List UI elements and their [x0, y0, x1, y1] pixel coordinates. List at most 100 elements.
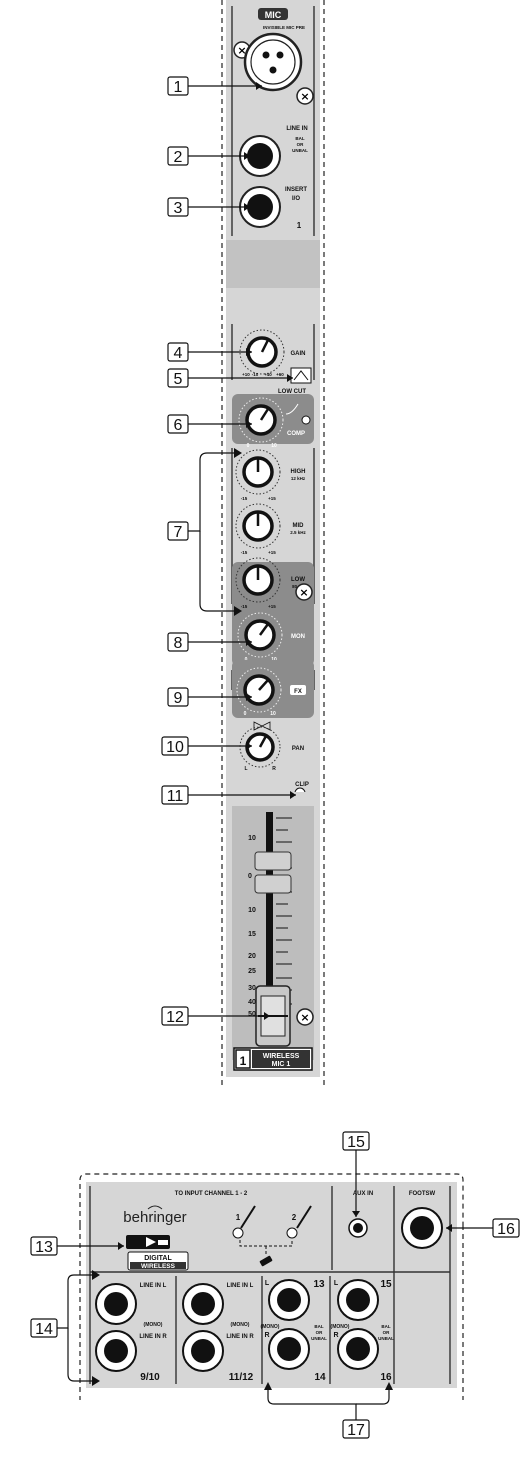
ch-9-10-label: 9/10 — [140, 1372, 160, 1383]
callout-3 — [167, 197, 189, 217]
ch-13-label: 13 — [313, 1279, 325, 1290]
comp-led — [301, 415, 311, 425]
line-in-r-label-1: LINE IN R — [139, 1334, 167, 1340]
to-input-label: TO INPUT CHANNEL 1 - 2 — [175, 1191, 248, 1197]
line-in-l-label-2: LINE IN L — [227, 1283, 254, 1289]
screw-icon-3 — [295, 583, 313, 601]
wireless-label: WIRELESS — [263, 1053, 300, 1060]
bal-label: BAL — [295, 136, 304, 141]
callout-14 — [30, 1318, 58, 1338]
comp-curve-icon — [285, 403, 299, 415]
l-label-15: L — [334, 1280, 339, 1287]
low-cut-label: LOW CUT — [278, 389, 306, 395]
callout-15 — [342, 1131, 370, 1151]
ch-16-label: 16 — [380, 1372, 392, 1383]
usb-dongle-icon — [259, 1255, 273, 1267]
aux-in-label: AUX IN — [353, 1191, 373, 1197]
or-label-13: OR — [316, 1330, 324, 1335]
gain-label: GAIN — [291, 351, 306, 357]
callout-10-text: 10 — [166, 739, 184, 756]
fader-rail — [266, 812, 273, 1032]
callout-4 — [167, 342, 189, 362]
callout-5 — [167, 368, 189, 388]
unbal-label: UNBAL — [292, 148, 308, 153]
ch-15-label: 15 — [380, 1279, 392, 1290]
unbal-label-15: UNBAL — [378, 1336, 394, 1341]
fader-scale-40: 40 — [248, 999, 256, 1006]
callout-8 — [167, 632, 189, 652]
callout-2-text: 2 — [174, 149, 183, 166]
digital-label: DIGITAL — [144, 1255, 172, 1262]
fader-scale-0: 0 — [248, 873, 252, 880]
low-cut-button[interactable] — [290, 367, 312, 384]
mic-header-box — [258, 8, 288, 20]
screw-icon-2 — [296, 87, 314, 105]
mic1-number: 1 — [236, 1213, 241, 1222]
wireless-channel-number: 1 — [240, 1054, 247, 1068]
callout-16-text: 16 — [497, 1221, 515, 1238]
line-in-label: LINE IN — [286, 126, 307, 132]
mono-label-4: (MONO) — [331, 1324, 350, 1330]
fx-scale-max: 10 — [270, 711, 276, 717]
callout-5-text: 5 — [174, 371, 183, 388]
fader-scale-m10: 10 — [248, 907, 256, 914]
fx-label: FX — [294, 689, 302, 695]
callout-1-text: 1 — [174, 79, 183, 96]
mic2-number: 2 — [292, 1213, 297, 1222]
mid-scale-max: +15 — [268, 550, 276, 555]
invisible-mic-pre-label: INVISIBLE MIC PRE — [263, 25, 305, 30]
callout-16 — [492, 1218, 520, 1238]
insert-label: INSERT — [285, 187, 307, 193]
footsw-label: FOOTSW — [409, 1191, 436, 1197]
callout-3-text: 3 — [174, 200, 183, 217]
callout-13-text: 13 — [35, 1239, 53, 1256]
wireless-mic-label: MIC 1 — [272, 1061, 291, 1068]
callout-12-text: 12 — [166, 1009, 184, 1026]
callout-9-text: 9 — [174, 690, 183, 707]
ch-11-12-label: 11/12 — [229, 1372, 254, 1383]
callout-7 — [167, 521, 189, 541]
mono-label-2: (MONO) — [231, 1322, 250, 1328]
pan-scale-r: R — [272, 766, 276, 772]
r-label-13: R — [264, 1332, 269, 1339]
low-scale-min: -15 — [241, 604, 248, 609]
callout-17-text: 17 — [347, 1422, 365, 1439]
fader-scale-50: 50 — [248, 1011, 256, 1018]
mon-label: MON — [291, 634, 305, 640]
callout-14-text: 14 — [35, 1321, 53, 1338]
or-label-15: OR — [383, 1330, 391, 1335]
wireless-mic-1-icon — [240, 1205, 256, 1229]
fader-scale-25: 25 — [248, 968, 256, 975]
comp-scale-min: 0 — [247, 443, 250, 449]
svg-text:×: × — [299, 586, 308, 599]
callout-1 — [167, 76, 189, 96]
callout-6-text: 6 — [174, 417, 183, 434]
callout-4-text: 4 — [174, 345, 183, 362]
wireless-badge: WIRELESS — [141, 1263, 176, 1270]
callout-2 — [167, 146, 189, 166]
brand-logo: behringer — [123, 1209, 186, 1226]
line-in-l-label-1: LINE IN L — [140, 1283, 167, 1289]
callout-17 — [342, 1419, 370, 1439]
comp-label: COMP — [287, 431, 305, 437]
comp-scale-max: 10 — [271, 443, 277, 449]
mid-label: MID — [293, 523, 305, 529]
callout-9 — [167, 687, 189, 707]
callout-15-text: 15 — [347, 1134, 365, 1151]
mic-header: MIC — [265, 10, 282, 20]
svg-text:×: × — [300, 90, 309, 103]
pan-scale-l: L — [244, 766, 247, 772]
line-in-r-label-2: LINE IN R — [226, 1334, 254, 1340]
callout-13 — [30, 1236, 58, 1256]
bal-label-13: BAL — [314, 1324, 323, 1329]
low-label: LOW — [291, 577, 305, 583]
channel-number: 1 — [297, 221, 302, 230]
fader-scale-15: 15 — [248, 931, 256, 938]
pan-label: PAN — [292, 746, 304, 752]
gain-scale-2: -10 — [252, 372, 259, 377]
mono-label-3: (MONO) — [261, 1324, 280, 1330]
callout-6 — [167, 414, 189, 434]
